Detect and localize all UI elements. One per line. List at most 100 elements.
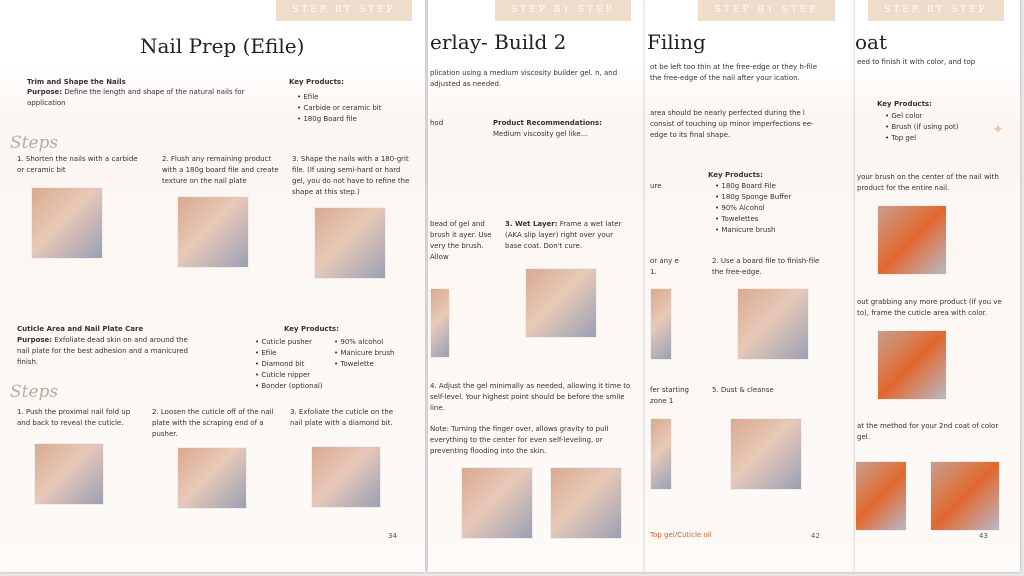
key-products-list: Cuticle pusher Efile Diamond bit Cuticle… bbox=[255, 337, 323, 392]
step-text: 2. Flush any remaining product with a 18… bbox=[162, 155, 279, 185]
note-text: Note: Turning the finger over, allows gr… bbox=[430, 425, 609, 455]
key-products-list: Efile Carbide or ceramic bit 180g Board … bbox=[297, 92, 381, 125]
nail-photo bbox=[311, 446, 381, 508]
product-item: 180g Sponge Buffer bbox=[715, 192, 791, 203]
product-item: 180g Board File bbox=[715, 181, 791, 192]
section-heading: Trim and Shape the Nails bbox=[27, 78, 126, 86]
step-text: 1. Shorten the nails with a carbide or c… bbox=[17, 155, 138, 174]
nail-photo bbox=[877, 330, 947, 400]
product-item: Manicure brush bbox=[334, 348, 394, 359]
page-overlay-build: STEP BY STEP erlay- Build 2 plication us… bbox=[428, 0, 645, 572]
step-text: 5. Dust & cleanse bbox=[712, 386, 774, 394]
nail-photo bbox=[177, 447, 247, 509]
page-color-coat: STEP BY STEP oat eed to finish it with c… bbox=[855, 0, 1020, 572]
key-products-list: Gel color Brush (if using pot) Top gel bbox=[885, 111, 959, 144]
page-title: Nail Prep (Efile) bbox=[140, 34, 305, 58]
purpose-label: Purpose: bbox=[27, 88, 63, 96]
step-by-step-banner: STEP BY STEP bbox=[276, 0, 412, 21]
product-item: Efile bbox=[297, 92, 381, 103]
product-item: Diamond bit bbox=[255, 359, 323, 370]
product-item: Bonder (optional) bbox=[255, 381, 322, 392]
step-text: 3. Wet Layer: Frame a wet later (AKA sli… bbox=[505, 219, 625, 252]
step-text: 2. Use a board file to finish-file the f… bbox=[712, 257, 820, 276]
step-text: 3. Exfoliate the cuticle on the nail pla… bbox=[290, 408, 394, 427]
nail-photo bbox=[430, 288, 450, 358]
product-item: 180g Board file bbox=[297, 114, 381, 125]
step-text: or any e 1. bbox=[650, 257, 679, 276]
nail-photo bbox=[525, 268, 597, 338]
sparkle-icon: ✦ bbox=[992, 122, 1004, 138]
nail-photo bbox=[34, 443, 104, 505]
step-text: 1. Push the proximal nail fold up and ba… bbox=[17, 408, 131, 427]
nail-photo bbox=[877, 205, 947, 275]
intro-text: plication using a medium viscosity build… bbox=[430, 69, 618, 88]
method-text: hod bbox=[430, 119, 444, 127]
purpose-text: Exfoliate dead skin on and around the na… bbox=[17, 336, 188, 366]
steps-label: Steps bbox=[10, 133, 59, 153]
product-item: Manicure brush bbox=[715, 225, 791, 236]
product-item: Cuticle pusher bbox=[255, 337, 323, 348]
step-text: 2. Loosen the cuticle off of the nail pl… bbox=[152, 408, 274, 438]
nail-photo bbox=[855, 461, 907, 531]
nail-photo bbox=[177, 196, 249, 268]
key-products-list: 90% alcohol Manicure brush Towelette bbox=[334, 337, 394, 370]
nail-photo bbox=[650, 418, 672, 490]
product-item: Towelette bbox=[334, 359, 394, 370]
section-purpose: Purpose: Define the length and shape of … bbox=[27, 87, 247, 109]
product-item: 90% Alcohol bbox=[715, 203, 791, 214]
purpose-label: Purpose: bbox=[17, 336, 53, 344]
nail-photo bbox=[737, 288, 809, 360]
product-item: 90% alcohol bbox=[334, 337, 394, 348]
nail-photo bbox=[550, 467, 622, 539]
steps-label: Steps bbox=[10, 382, 59, 402]
step-text: fer starting zone 1 bbox=[650, 386, 690, 405]
nail-photo bbox=[314, 207, 386, 279]
nail-photo bbox=[650, 288, 672, 360]
step-by-step-banner: STEP BY STEP bbox=[495, 0, 631, 21]
intro-text: eed to finish it with color, and top bbox=[857, 58, 976, 66]
page-number: 43 bbox=[979, 532, 988, 540]
page-number: 34 bbox=[388, 532, 397, 540]
page-title: oat bbox=[855, 30, 888, 54]
step-by-step-banner: STEP BY STEP bbox=[868, 0, 1004, 21]
step-body: Frame a wet later (AKA slip layer) right… bbox=[505, 220, 622, 250]
key-products-heading: Key Products: bbox=[877, 100, 932, 108]
product-item: Towelettes bbox=[715, 214, 791, 225]
product-item: Efile bbox=[255, 348, 323, 359]
nail-photo bbox=[930, 461, 1000, 531]
final-step-text: Top gel/Cuticle oil bbox=[650, 531, 712, 539]
section-purpose: Purpose: Exfoliate dead skin on and arou… bbox=[17, 335, 197, 368]
key-products-list: 180g Board File 180g Sponge Buffer 90% A… bbox=[715, 181, 791, 236]
product-item: Top gel bbox=[885, 133, 959, 144]
key-products-heading: Key Products: bbox=[708, 171, 763, 179]
step-text: 3. Shape the nails with a 180-grit file.… bbox=[292, 155, 410, 196]
purpose-text: Define the length and shape of the natur… bbox=[27, 88, 245, 107]
step-label: 3. Wet Layer: bbox=[505, 220, 558, 228]
step-text: bead of gel and brush it ayer. Use very … bbox=[430, 220, 492, 261]
page-number: 42 bbox=[811, 532, 820, 540]
nail-photo bbox=[461, 467, 533, 539]
nail-photo bbox=[730, 418, 802, 490]
product-item: Carbide or ceramic bit bbox=[297, 103, 381, 114]
intro-text: area should be nearly perfected during t… bbox=[650, 109, 814, 139]
section-heading: Cuticle Area and Nail Plate Care bbox=[17, 325, 144, 333]
product-recommendations-text: Medium viscosity gel like... bbox=[493, 130, 588, 138]
page-title: erlay- Build 2 bbox=[430, 30, 567, 54]
step-text: 4. Adjust the gel minimally as needed, a… bbox=[430, 382, 631, 412]
step-text: your brush on the center of the nail wit… bbox=[857, 173, 999, 192]
step-text: at the method for your 2nd coat of color… bbox=[857, 422, 999, 441]
product-item: Brush (if using pot) bbox=[885, 122, 958, 133]
page-filing: STEP BY STEP Filing ot be left too thin … bbox=[645, 0, 855, 572]
page-nail-prep: STEP BY STEP Nail Prep (Efile) Trim and … bbox=[0, 0, 425, 572]
nail-photo bbox=[31, 187, 103, 259]
key-products-heading: Key Products: bbox=[289, 78, 344, 86]
product-recommendations-heading: Product Recommendations: bbox=[493, 119, 602, 127]
product-item: Gel color bbox=[885, 111, 959, 122]
page-title: Filing bbox=[647, 30, 706, 54]
intro-text: ot be left too thin at the free-edge or … bbox=[650, 63, 818, 82]
step-text: out grabbing any more product (if you ve… bbox=[857, 298, 1002, 317]
step-text: ure bbox=[650, 182, 662, 190]
key-products-heading: Key Products: bbox=[284, 325, 339, 333]
product-item: Cuticle nipper bbox=[255, 370, 323, 381]
step-by-step-banner: STEP BY STEP bbox=[698, 0, 835, 21]
